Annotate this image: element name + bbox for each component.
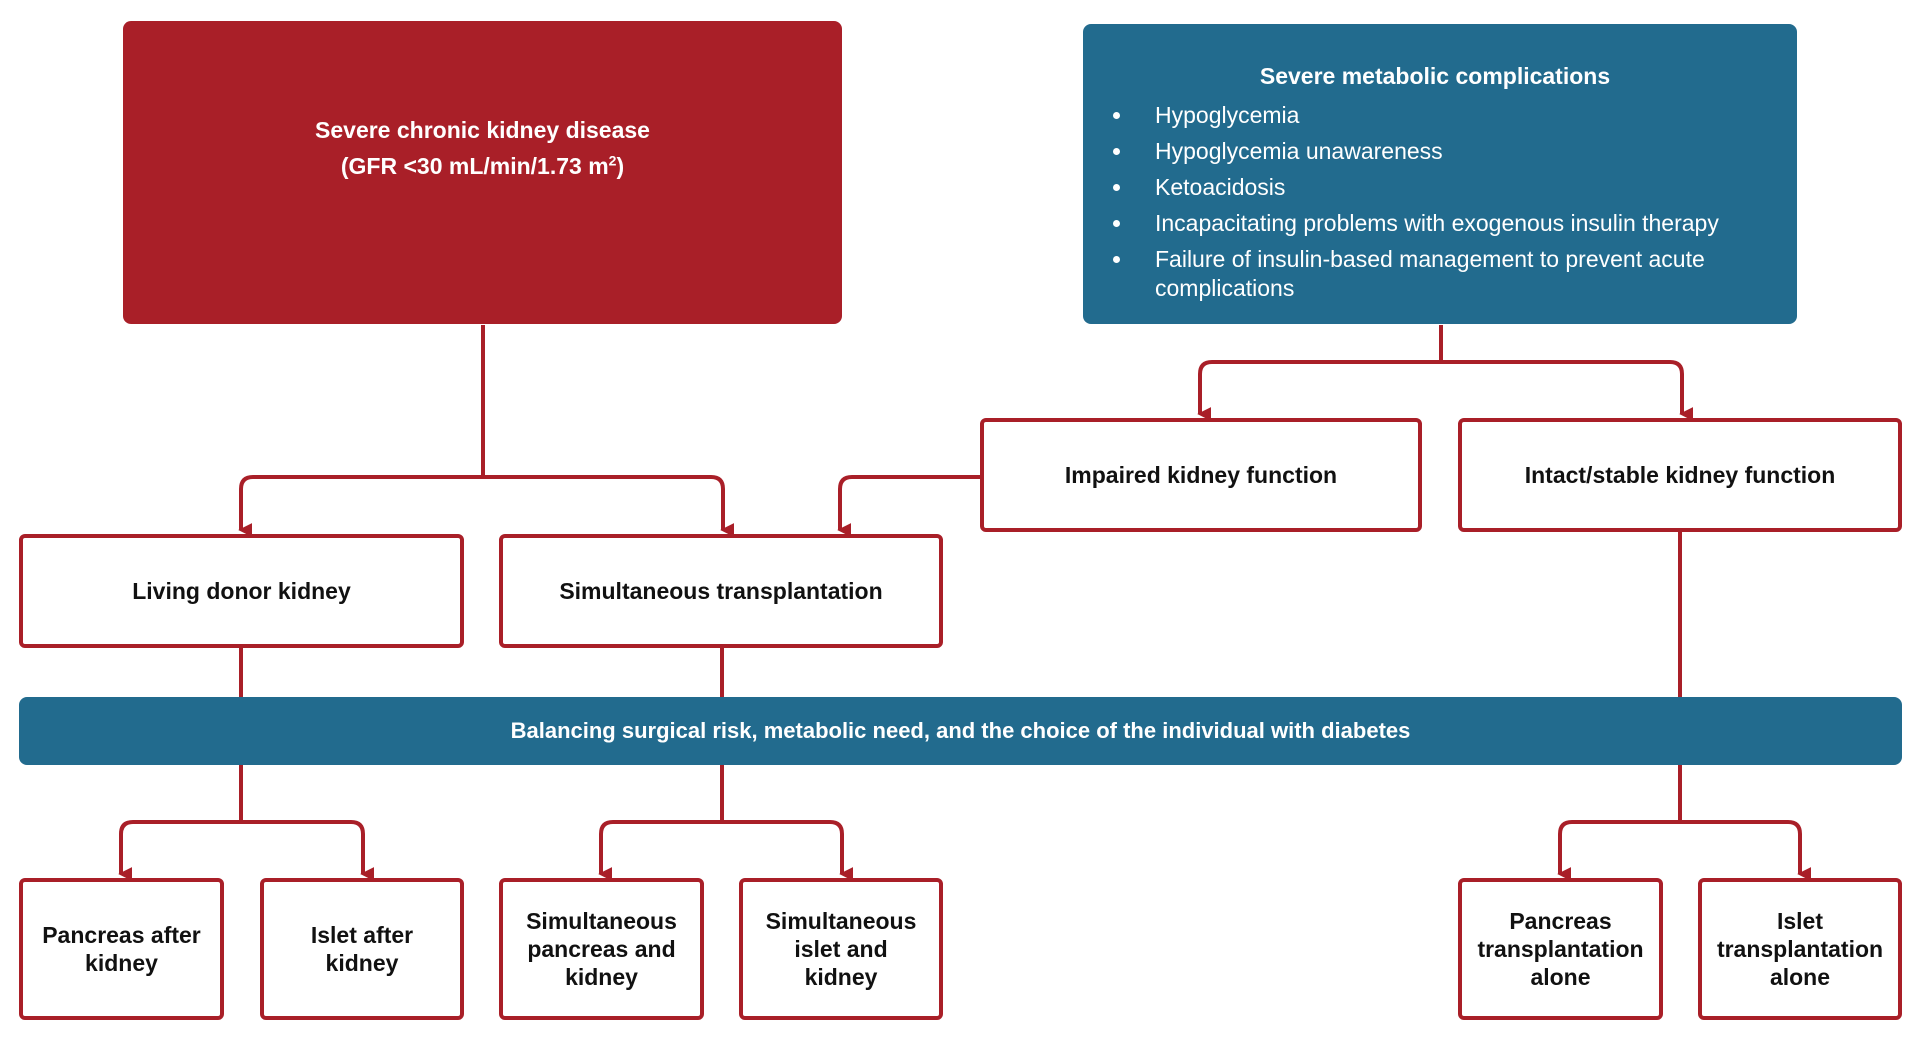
arrow-to-pancreas-after-kidney [118, 820, 241, 881]
arrow-to-simultaneous-islet-kidney [722, 820, 854, 881]
metabolic-complications-box: Severe metabolic complications Hypoglyce… [1083, 24, 1797, 324]
severe-ckd-title: Severe chronic kidney disease [315, 116, 650, 143]
simultaneous-transplantation-box: Simultaneous transplantation [499, 534, 943, 648]
arrow-to-pancreas-alone [1557, 820, 1680, 881]
islet-after-kidney-box: Islet after kidney [260, 878, 464, 1020]
intact-kidney-function-box: Intact/stable kidney function [1458, 418, 1902, 532]
arrow-to-islet-after-kidney [241, 820, 375, 881]
arrow-metabolic-to-impaired [1197, 360, 1441, 421]
arrow-metabolic-to-intact [1441, 360, 1694, 421]
gfr-text: (GFR <30 mL/min/1.73 m [340, 152, 609, 179]
pancreas-transplantation-alone-box: Pancreas transplantation alone [1458, 878, 1663, 1020]
living-donor-kidney-box: Living donor kidney [19, 534, 464, 648]
list-item: Hypoglycemia unawareness [1113, 137, 1757, 166]
balancing-risk-band: Balancing surgical risk, metabolic need,… [19, 697, 1902, 765]
gfr-close: ) [616, 152, 625, 179]
list-item: Failure of insulin-based management to p… [1113, 245, 1757, 303]
severe-ckd-box: Severe chronic kidney disease (GFR <30 m… [123, 21, 842, 324]
arrow-impaired-to-simultaneous [837, 475, 980, 537]
simultaneous-islet-kidney-box: Simultaneous islet and kidney [739, 878, 943, 1020]
arrow-ckd-to-living-donor [238, 475, 483, 537]
metabolic-complications-title: Severe metabolic complications [1259, 63, 1611, 89]
severe-ckd-gfr: (GFR <30 mL/min/1.73 m2) [341, 148, 624, 184]
metabolic-complications-list: Hypoglycemia Hypoglycemia unawareness Ke… [1113, 94, 1757, 303]
islet-transplantation-alone-box: Islet transplantation alone [1698, 878, 1902, 1020]
simultaneous-pancreas-kidney-box: Simultaneous pancreas and kidney [499, 878, 704, 1020]
arrow-to-islet-alone [1680, 820, 1812, 881]
list-item: Incapacitating problems with exogenous i… [1113, 209, 1757, 238]
pancreas-after-kidney-box: Pancreas after kidney [19, 878, 224, 1020]
arrow-to-simultaneous-pancreas-kidney [598, 820, 722, 881]
list-item: Hypoglycemia [1113, 101, 1757, 130]
impaired-kidney-function-box: Impaired kidney function [980, 418, 1422, 532]
arrow-ckd-to-simultaneous [483, 475, 735, 537]
list-item: Ketoacidosis [1113, 173, 1757, 202]
gfr-superscript: 2 [608, 151, 617, 168]
